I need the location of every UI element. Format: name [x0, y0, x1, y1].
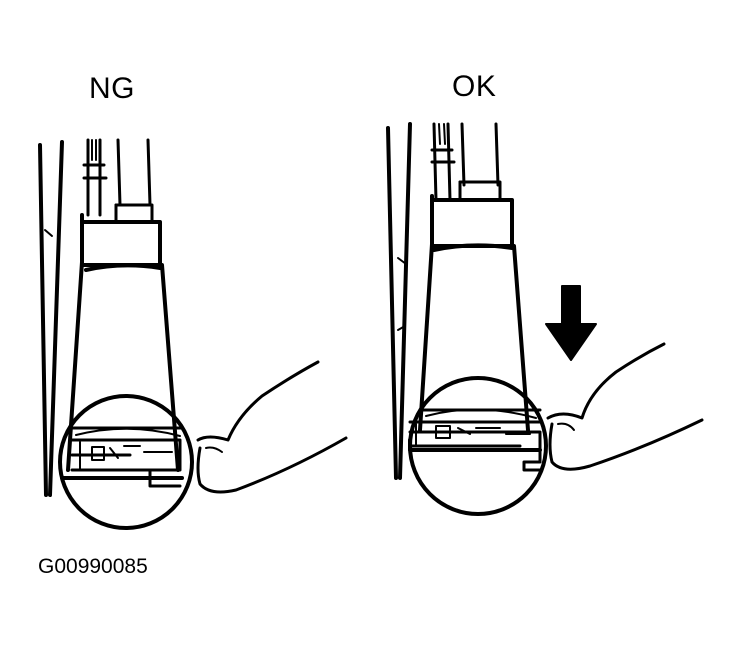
ng-hand — [196, 360, 348, 494]
ok-drawing — [386, 122, 704, 516]
ng-label: NG — [89, 72, 135, 105]
ng-guide-line — [48, 140, 64, 497]
ok-hand — [546, 342, 704, 471]
ng-stem — [82, 138, 154, 224]
ng-guide-mark — [44, 229, 53, 237]
ok-stem — [430, 122, 502, 202]
ng-drawing — [38, 138, 348, 530]
ok-guide-line — [386, 126, 398, 480]
ng-guide-line — [38, 143, 48, 497]
ok-magnifier — [408, 376, 548, 516]
ok-guide-line — [398, 122, 412, 480]
ok-label: OK — [452, 70, 497, 103]
ng-housing — [66, 213, 180, 472]
ok-guide-mark — [397, 257, 407, 265]
down-arrow-icon — [545, 285, 597, 361]
figure-id: G00990085 — [38, 555, 148, 578]
ok-guide-mark — [397, 325, 406, 331]
ng-magnifier — [58, 394, 194, 530]
